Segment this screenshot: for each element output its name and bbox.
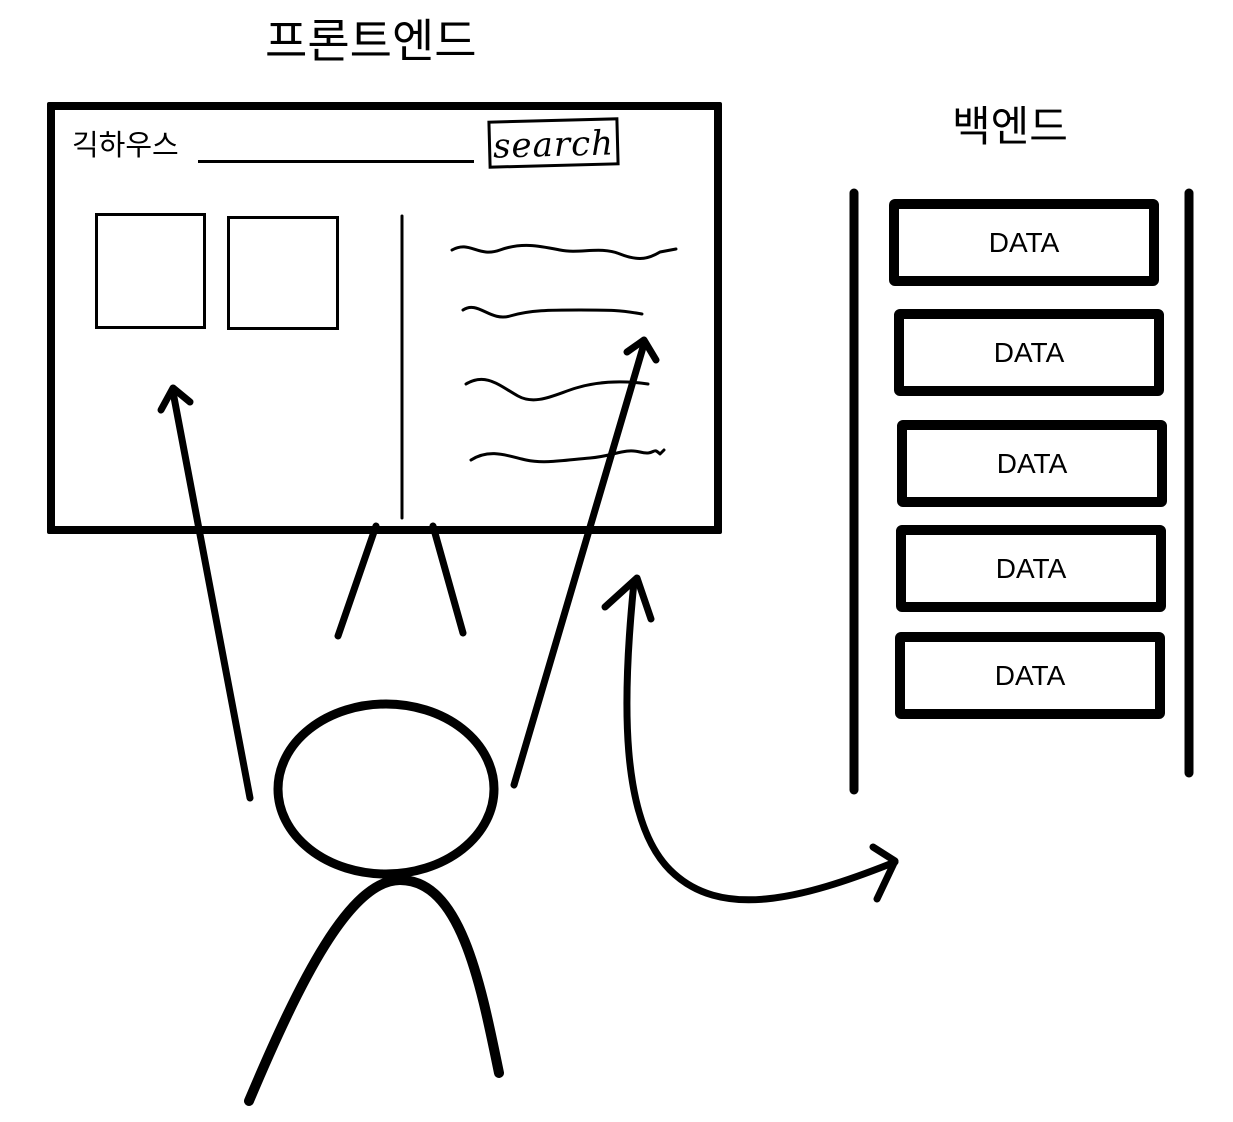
data-block: DATA	[889, 199, 1159, 286]
thumbnail-box[interactable]	[95, 213, 206, 329]
arrow-head-icon	[869, 843, 899, 903]
search-input[interactable]	[198, 160, 474, 163]
backend-title: 백엔드	[952, 102, 1068, 151]
site-name: 긱하우스	[72, 128, 179, 162]
data-block: DATA	[895, 632, 1165, 719]
text-line	[461, 306, 644, 319]
person-body	[244, 875, 504, 1106]
data-block: DATA	[896, 525, 1166, 612]
data-block: DATA	[897, 420, 1167, 507]
text-line	[464, 377, 650, 402]
text-line	[450, 243, 678, 260]
person-head	[273, 699, 499, 879]
stand-left-leg	[334, 522, 380, 640]
arrow-head-icon	[601, 574, 655, 623]
search-button[interactable]: search	[487, 117, 620, 169]
arrow-head-icon	[623, 336, 660, 364]
text-line	[469, 448, 666, 464]
frontend-title: 프론트엔드	[265, 14, 477, 68]
arrow-head-icon	[157, 384, 194, 414]
arrow-frontend-backend	[623, 578, 899, 904]
stand-right-leg	[429, 522, 467, 637]
arrow-to-thumbnails	[169, 388, 254, 802]
arrow-to-text-list	[510, 340, 648, 789]
data-block: DATA	[894, 309, 1164, 396]
browser-frame	[47, 102, 722, 534]
thumbnail-box[interactable]	[227, 216, 339, 330]
